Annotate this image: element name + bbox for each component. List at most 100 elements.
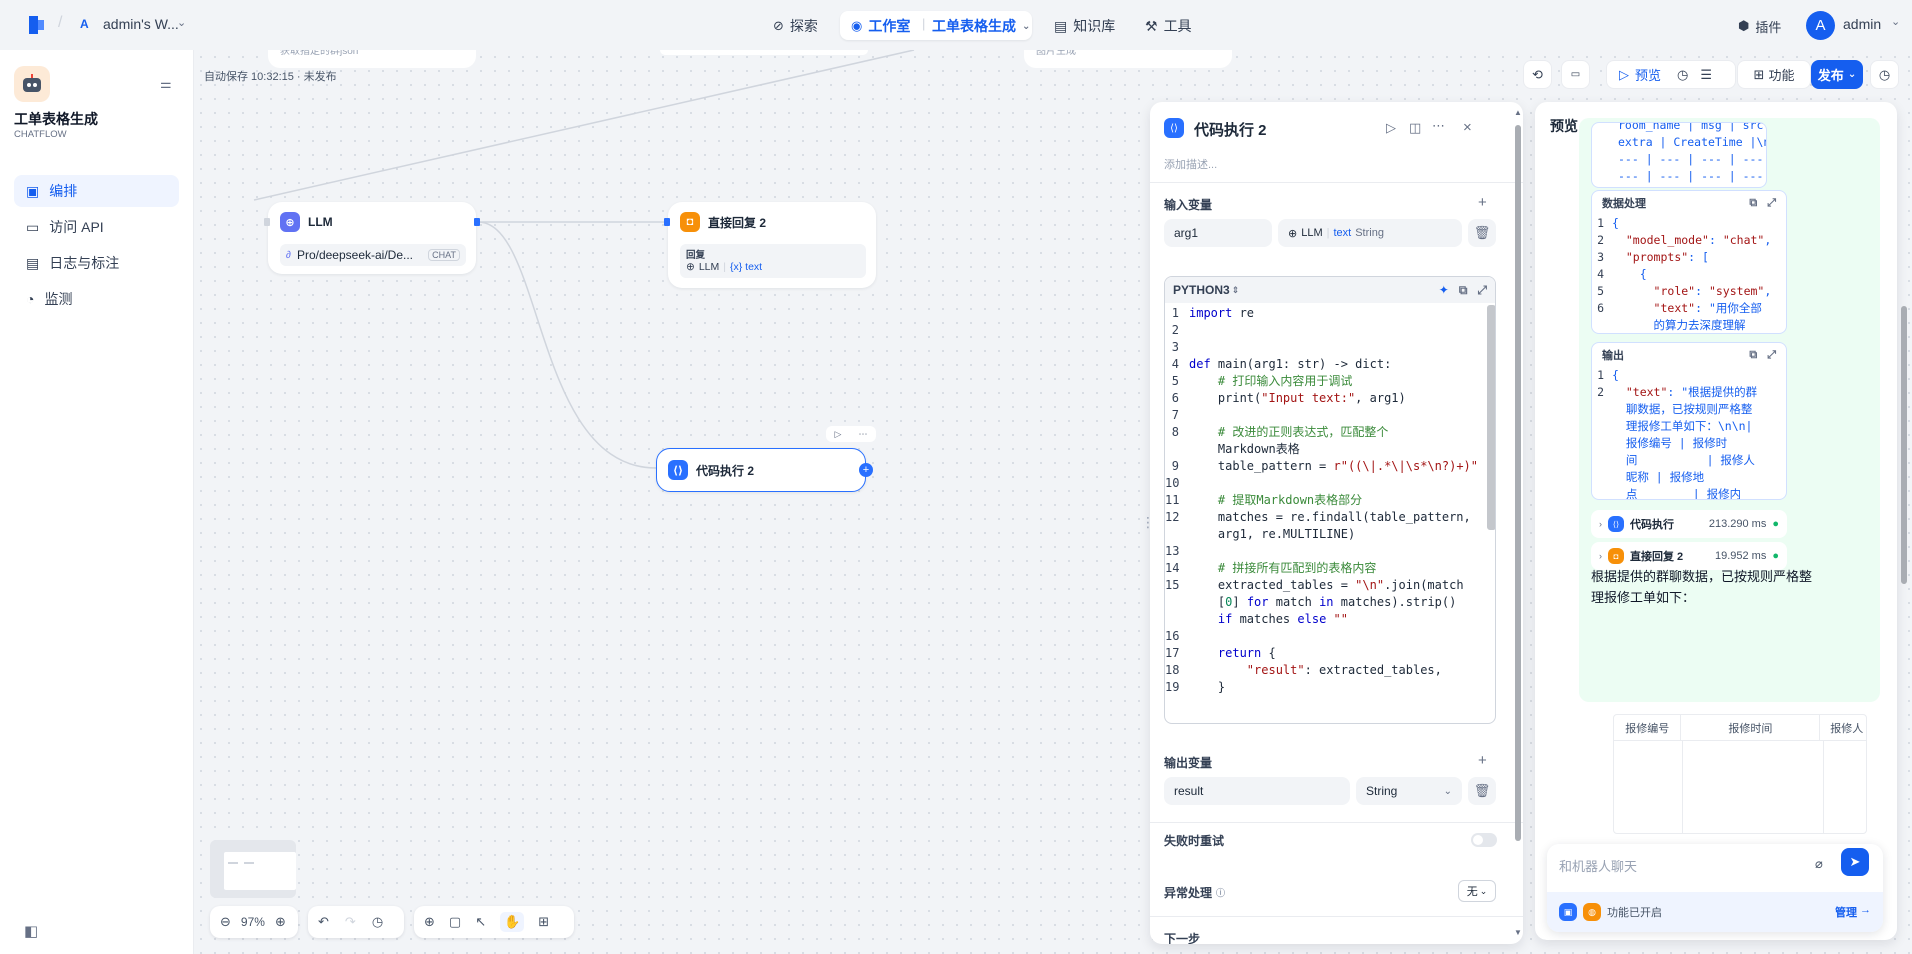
expand-icon[interactable]: ⤢ [1767,196,1776,209]
play-icon[interactable]: ▷ [834,428,842,439]
input-var-selector[interactable]: ⊕ LLM | text String [1278,219,1462,247]
scrollbar[interactable] [1487,305,1495,530]
copy-icon[interactable]: ⧉ [1458,282,1468,297]
code-line[interactable]: if matches else "" [1217,612,1348,626]
llm-model-selector[interactable]: ∂ Pro/deepseek-ai/De... CHAT [280,244,466,266]
chevron-updown-icon[interactable]: ⇕ [1231,284,1240,295]
pointer-icon[interactable]: ↖ [475,914,487,929]
hand-icon[interactable]: ✋ [500,912,525,932]
code-line[interactable]: 7 [1171,408,1179,422]
language-selector[interactable]: PYTHON3 [1173,283,1230,297]
sidebar-item-api[interactable]: ▭ 访问 API [26,218,104,236]
node-code-execute[interactable]: ⟨⟩ 代码执行 2 [656,448,866,492]
features-button[interactable]: ⊞ 功能 [1737,60,1811,89]
redo-icon[interactable]: ↷ [344,914,356,929]
node-actions[interactable]: ▷⋯ [826,426,876,442]
copy-icon[interactable]: ⧉ [1749,348,1758,361]
sidebar-item-orchestrate[interactable]: ▣ 编排 [14,175,179,207]
checklist-icon[interactable]: ◷ [1677,66,1689,82]
more-icon[interactable]: ⋯ [1432,118,1445,133]
nav-explore[interactable]: ⊘ 探索 [773,18,818,34]
output-var-name[interactable]: result [1164,777,1350,805]
trash-icon[interactable]: 🗑 [1468,777,1496,805]
scrollbar[interactable] [1901,306,1907,584]
undo-icon[interactable]: ↶ [318,914,329,929]
nav-current-app[interactable]: 工单表格生成 ⌄ [932,18,1031,34]
panel-title[interactable]: 代码执行 2 [1194,122,1267,139]
chevron-down-icon[interactable]: ⌄ [177,17,187,29]
chat-input[interactable]: 和机器人聊天 [1559,859,1638,874]
code-line[interactable]: 13 [1165,544,1180,558]
code-line[interactable]: 9 table_pattern = r"((\|.*\|\s*\n?)+)" [1171,459,1478,473]
list-icon[interactable]: ☰ [1700,66,1713,82]
code-line[interactable]: 2 [1171,323,1179,337]
node-handle[interactable] [664,218,670,226]
user-name[interactable]: admin [1843,16,1882,32]
versions-button[interactable]: ◷ [1870,60,1899,89]
code-line[interactable]: 16 [1165,629,1180,643]
code-line[interactable]: 18 "result": extracted_tables, [1165,663,1442,677]
collapse-sidebar-icon[interactable]: ◧ [24,923,39,940]
node-direct-reply[interactable]: ◘ 直接回复 2 回复 ⊕ LLM | {x} text [668,202,876,288]
minimap[interactable] [210,840,296,898]
nav-studio[interactable]: ◉ 工作室 [851,18,911,34]
zoom-out-icon[interactable]: ⊖ [220,914,231,929]
trash-icon[interactable]: 🗑 [1468,219,1496,247]
description-input[interactable]: 添加描述... [1164,159,1218,171]
node-handle[interactable] [264,218,270,226]
chevron-down-icon[interactable]: ⌄ [1891,16,1901,28]
manage-link[interactable]: 管理→ [1835,904,1871,919]
add-node-handle[interactable]: + [859,463,873,477]
node-llm[interactable]: ⊕ LLM ∂ Pro/deepseek-ai/De... CHAT [268,202,476,274]
organize-icon[interactable]: ⊞ [538,914,550,929]
dify-logo-icon[interactable] [28,14,46,36]
attachment-icon[interactable]: ⌀ [1815,856,1823,871]
copy-icon[interactable]: ⧉ [1749,196,1758,209]
user-avatar[interactable]: A [1806,11,1835,40]
code-line[interactable]: 15 extracted_tables = "\n".join(match [1165,578,1464,592]
nav-tools[interactable]: ⚒ 工具 [1145,17,1192,35]
code-line[interactable]: 10 [1165,476,1180,490]
output-var-type[interactable]: String ⌄ [1356,777,1462,805]
scrollbar[interactable] [1515,125,1521,841]
close-icon[interactable]: × [1463,119,1472,136]
code-line[interactable]: 6 print("Input text:", arg1) [1171,391,1406,405]
code-line[interactable]: 11 # 提取Markdown表格部分 [1165,493,1363,507]
scroll-up-icon[interactable]: ▲ [1514,108,1522,117]
code-line[interactable]: 3 [1171,340,1179,354]
zoom-in-icon[interactable]: ⊕ [274,914,286,929]
settings-sliders-icon[interactable]: ⚌ [160,76,172,91]
nav-plugins[interactable]: ⬢ 插件 [1738,18,1782,35]
code-line[interactable]: [0] for match in matches).strip() [1189,595,1457,609]
code-line[interactable]: 14 # 拼接所有匹配到的表格内容 [1165,561,1377,575]
resize-handle[interactable]: ⋮ [1141,514,1155,530]
code-line[interactable]: 19 } [1165,680,1226,694]
input-var-name[interactable]: arg1 [1164,219,1272,247]
play-icon[interactable]: ▷ [1619,66,1629,82]
nav-studio-active[interactable] [840,11,1032,40]
expand-icon[interactable]: ⤢ [1477,282,1487,297]
error-handling-select[interactable]: 无 ⌄ [1458,880,1496,902]
add-var-icon[interactable]: + [1478,752,1487,769]
trace-item-reply[interactable]: › ◘ 直接回复 2 19.952 ms ● [1591,542,1787,570]
history-icon[interactable]: ◷ [371,914,384,929]
code-line[interactable]: Markdown表格 [1189,442,1300,456]
run-history-button[interactable]: ⟲ [1523,60,1552,89]
note-icon[interactable]: ▢ [448,914,462,929]
expand-icon[interactable]: ⤢ [1767,348,1776,361]
sidebar-item-monitor[interactable]: ◔ 监测 [26,291,73,307]
info-icon[interactable]: ⓘ [1216,888,1226,898]
code-line[interactable]: 12 matches = re.findall(table_pattern, [1165,510,1471,524]
workspace-name[interactable]: admin's W... [103,16,179,32]
code-line[interactable]: 5 # 打印输入内容用于调试 [1171,374,1353,388]
code-line[interactable]: arg1, re.MULTILINE) [1189,527,1356,541]
add-block-icon[interactable]: ⊕ [424,914,435,929]
code-line[interactable]: 17 return { [1165,646,1276,660]
run-node-icon[interactable]: ▷ [1386,120,1396,135]
add-var-icon[interactable]: + [1478,194,1487,211]
publish-button[interactable]: 发布 ⌄ [1811,60,1863,89]
sparkle-icon[interactable]: ✦ [1438,283,1449,297]
